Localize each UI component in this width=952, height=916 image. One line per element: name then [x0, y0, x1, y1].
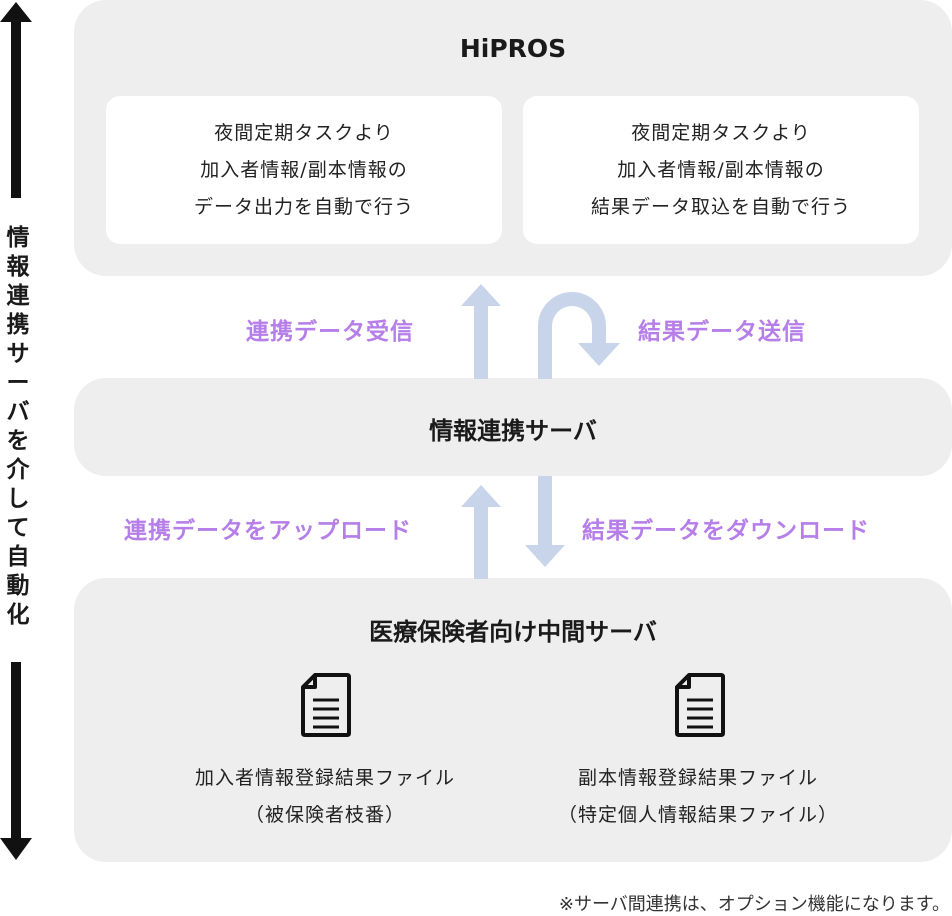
send-arrow-icon [538, 292, 620, 379]
document-icon [675, 673, 725, 737]
card-line: 加入者情報/副本情報の [617, 158, 825, 181]
upload-arrow-icon [461, 485, 501, 579]
file-label-line: （特定個人情報結果ファイル） [557, 804, 838, 826]
medical-server-title: 医療保険者向け中間サーバ [369, 618, 657, 646]
upload-label: 連携データをアップロード [124, 518, 412, 544]
side-automation-label: 情報連携サーバを介して自動化 [6, 225, 30, 628]
footnote: ※サーバ間連携は、オプション機能になります。 [558, 894, 950, 915]
subscriber-result-file-label: 加入者情報登録結果ファイル （被保険者枝番） [165, 760, 485, 834]
download-label: 結果データをダウンロード [582, 518, 870, 544]
duplicate-result-file-label: 副本情報登録結果ファイル （特定個人情報結果ファイル） [538, 760, 858, 834]
card-line: 加入者情報/副本情報の [200, 158, 408, 181]
card-line: 夜間定期タスクより [631, 121, 811, 144]
hipros-export-card: 夜間定期タスクより 加入者情報/副本情報の データ出力を自動で行う [106, 96, 502, 244]
relay-server-panel: 情報連携サーバ [74, 378, 952, 476]
medical-server-panel: 医療保険者向け中間サーバ [74, 578, 952, 862]
document-icon [301, 673, 351, 737]
hipros-title: HiPROS [459, 34, 567, 63]
card-line: 夜間定期タスクより [214, 121, 394, 144]
file-label-line: 加入者情報登録結果ファイル [194, 767, 455, 789]
receive-label: 連携データ受信 [246, 319, 414, 345]
double-arrow-vertical-icon [0, 2, 32, 860]
download-arrow-icon [525, 476, 565, 567]
send-label: 結果データ送信 [638, 319, 806, 345]
file-label-line: 副本情報登録結果ファイル [577, 767, 818, 789]
relay-server-title: 情報連携サーバ [429, 417, 597, 445]
hipros-panel: HiPROS 夜間定期タスクより 加入者情報/副本情報の データ出力を自動で行う… [74, 0, 952, 276]
card-line: 結果データ取込を自動で行う [590, 195, 851, 218]
card-line: データ出力を自動で行う [193, 195, 414, 218]
file-label-line: （被保険者枝番） [244, 804, 405, 826]
hipros-import-card: 夜間定期タスクより 加入者情報/副本情報の 結果データ取込を自動で行う [523, 96, 919, 244]
receive-arrow-icon [461, 284, 501, 379]
